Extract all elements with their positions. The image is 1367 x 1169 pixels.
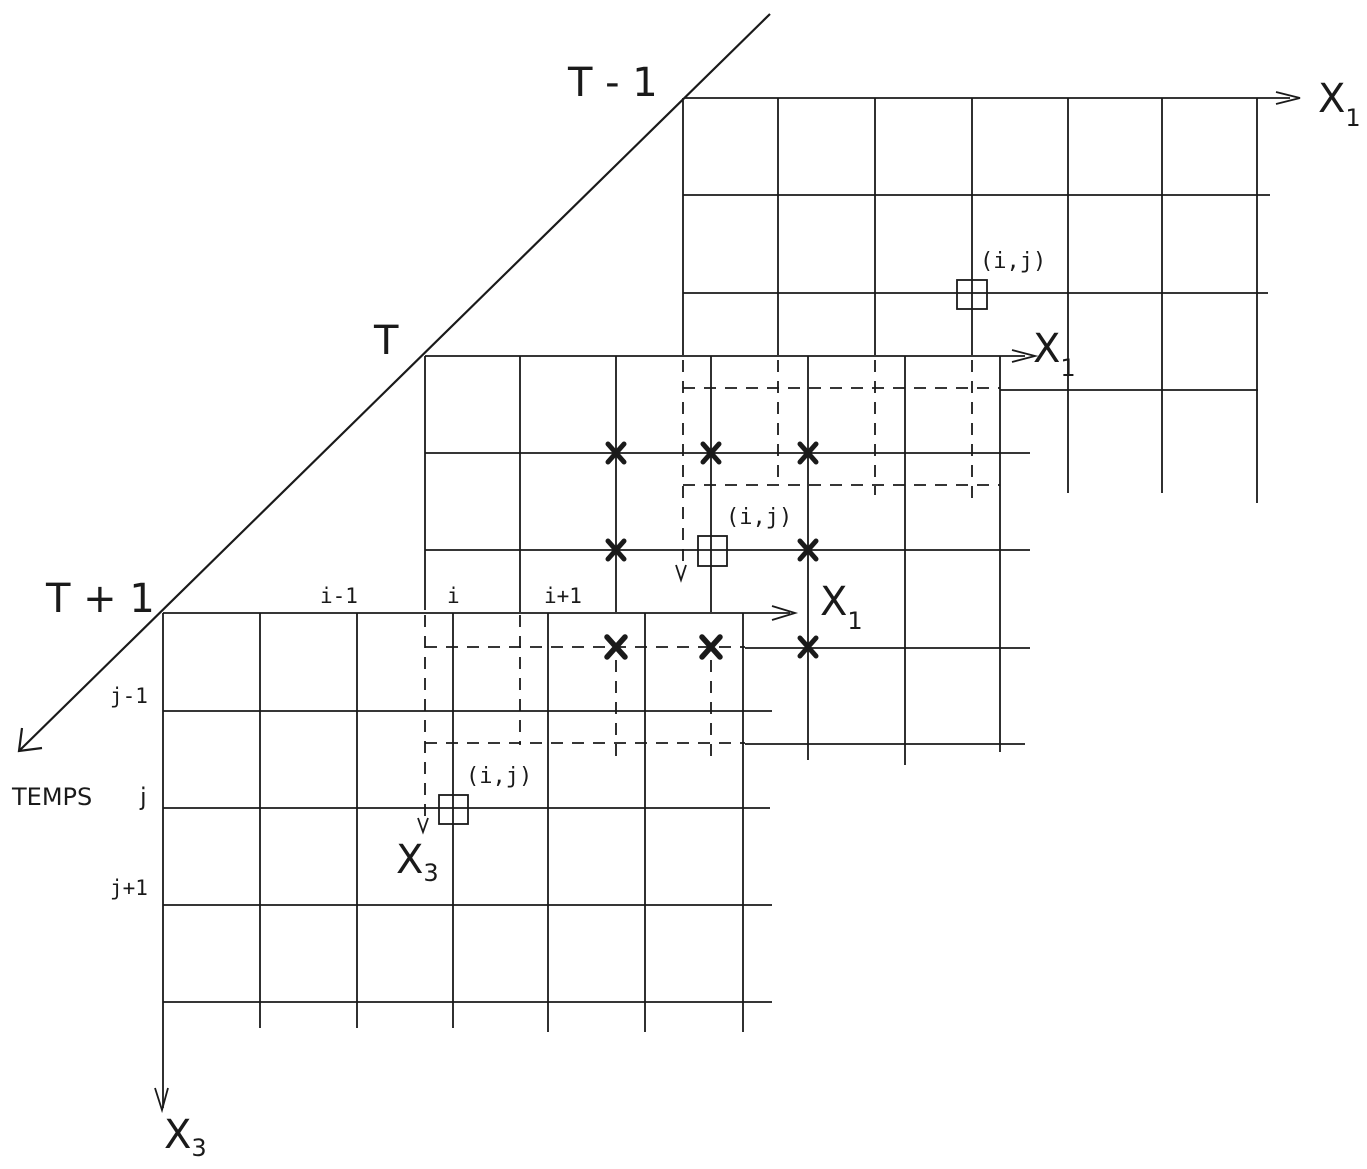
- arrow-down-left-icon: [17, 727, 43, 753]
- cell-label-t-minus-1: (i,j): [980, 249, 1046, 274]
- cross-marker-icon: [797, 441, 819, 465]
- column-label-i: i: [447, 584, 460, 608]
- row-label-j-minus-1: j-1: [110, 684, 148, 708]
- cross-markers: [604, 441, 819, 660]
- cell-label-t-plus-1: (i,j): [466, 764, 532, 789]
- cross-marker-icon: [797, 538, 819, 562]
- plane-label-t-plus-1: T + 1: [45, 576, 155, 622]
- cross-marker-icon: [700, 441, 722, 465]
- dashed-projection-t-plus-1: [424, 615, 745, 825]
- cell-label-t: (i,j): [726, 505, 792, 530]
- grid-plane-t-plus-1: [154, 605, 799, 1114]
- plane-label-t: T: [373, 318, 399, 364]
- x1-label-t-plus-1: X1: [820, 579, 863, 635]
- dashed-projection-t: [682, 360, 1000, 570]
- row-label-j: j: [139, 783, 147, 811]
- cross-marker-icon: [699, 634, 723, 660]
- time-axis: [17, 13, 771, 753]
- cell-marker-t-minus-1: [956, 279, 988, 310]
- x3-arrow-icon: [675, 564, 687, 583]
- column-label-i-plus-1: i+1: [544, 584, 582, 608]
- cell-marker-t: [697, 535, 728, 567]
- column-label-i-minus-1: i-1: [320, 584, 358, 608]
- cross-marker-icon: [797, 635, 819, 659]
- x1-label-t: X1: [1033, 326, 1076, 382]
- time-axis-label: TEMPS: [11, 783, 92, 811]
- x1-arrow-icon: [1275, 91, 1301, 105]
- cross-marker-icon: [604, 634, 628, 660]
- grid-plane-t: [424, 349, 1039, 765]
- cross-marker-icon: [605, 441, 627, 465]
- x3-arrow-icon: [154, 1087, 169, 1114]
- plane-label-t-minus-1: T - 1: [567, 60, 658, 106]
- cell-marker-t-plus-1: [438, 794, 469, 825]
- x1-label-t-minus-1: X1: [1318, 76, 1361, 132]
- row-label-j-plus-1: j+1: [110, 876, 148, 900]
- x3-arrow-icon: [417, 817, 429, 835]
- x3-label-projection: X3: [396, 837, 439, 887]
- x1-arrow-icon: [771, 605, 799, 621]
- grid-plane-t-minus-1: [682, 91, 1301, 503]
- x1-arrow-icon: [1011, 349, 1039, 363]
- x3-label-t-plus-1: X3: [164, 1112, 207, 1162]
- cross-marker-icon: [605, 538, 627, 562]
